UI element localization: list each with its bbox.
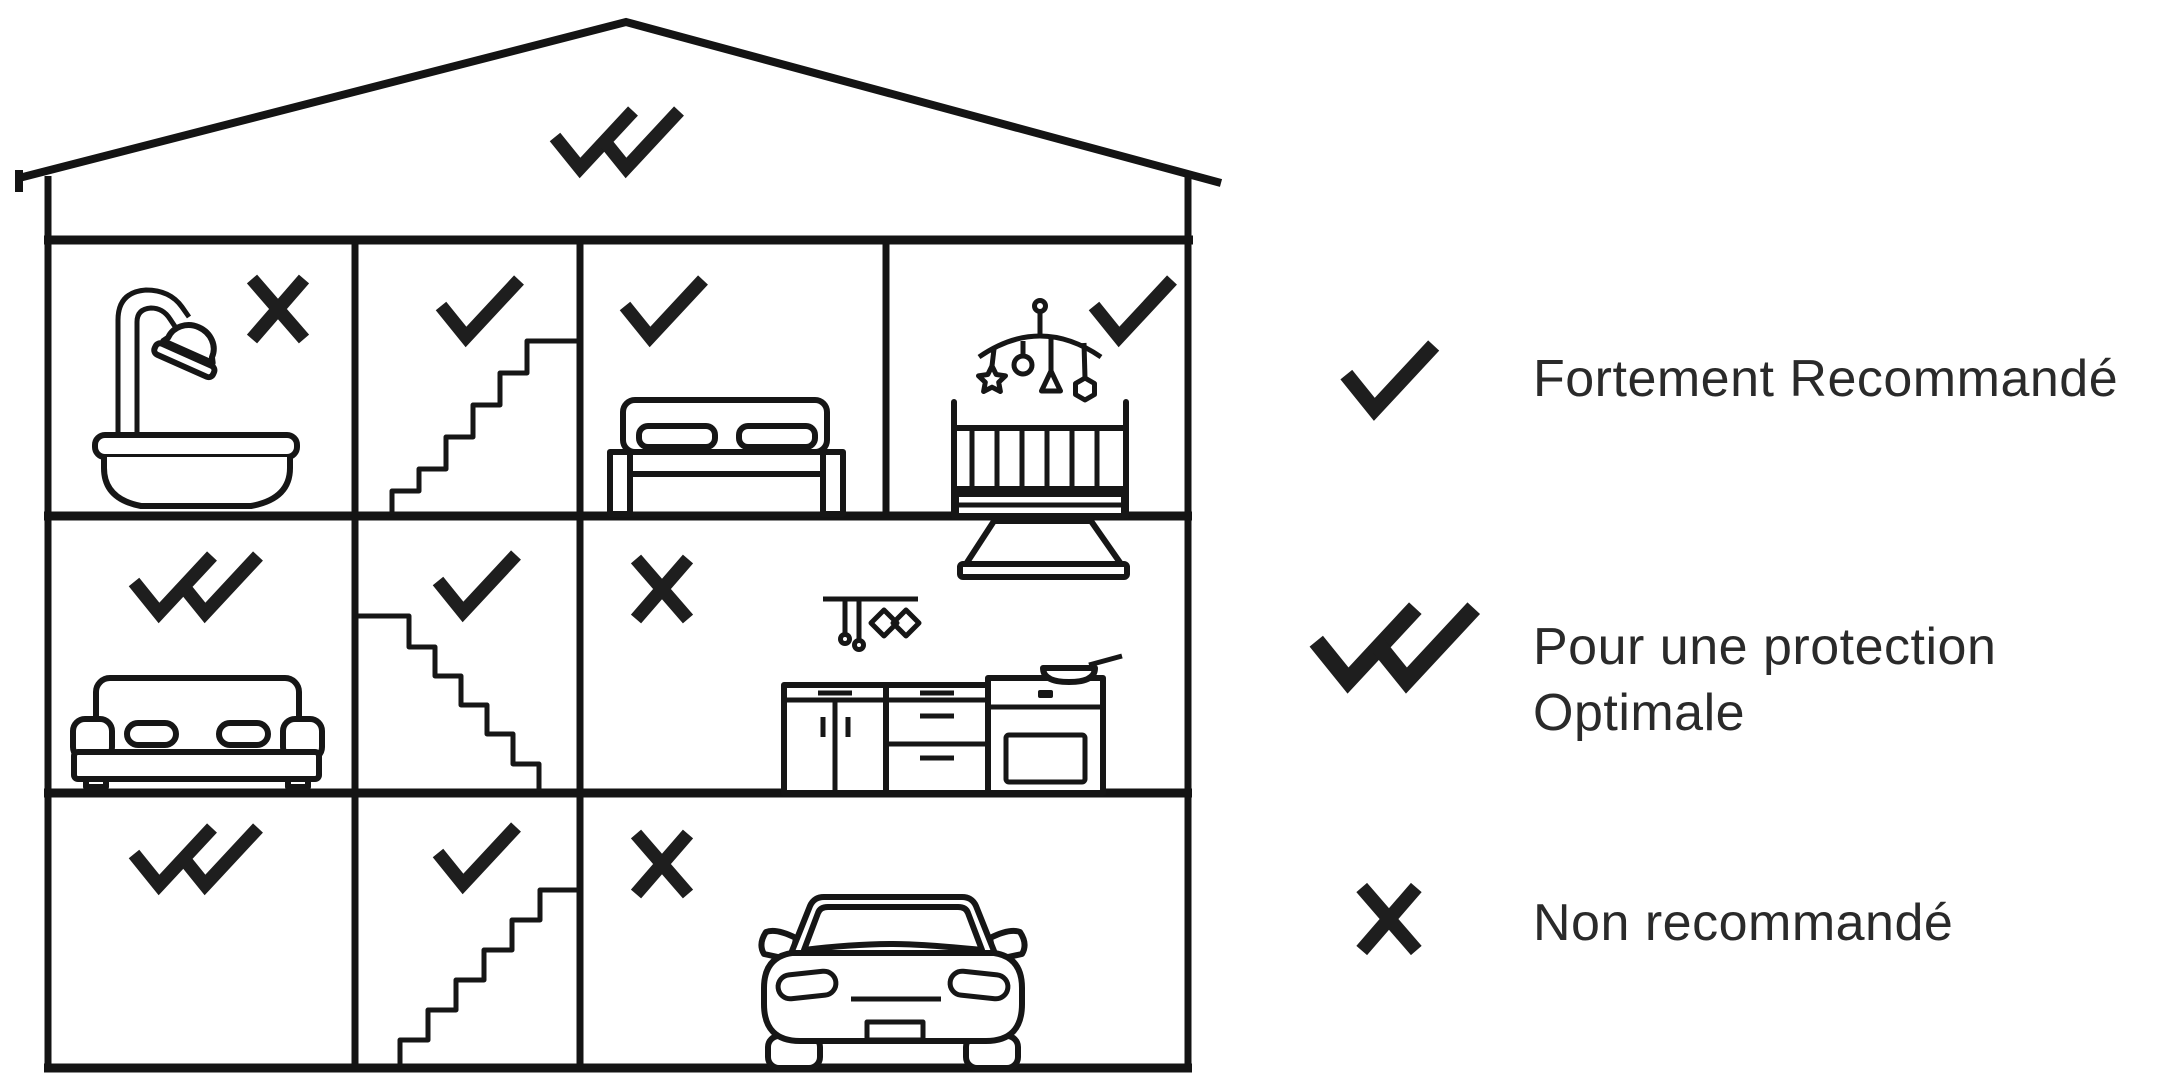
car-icon: [758, 894, 1028, 1071]
rating-mark-ground-room: [134, 828, 258, 885]
rating-mark-staircase-top: [441, 280, 519, 337]
kitchen-cabinets-icon: [781, 675, 1106, 796]
rating-mark-kitchen: [636, 559, 688, 619]
staircase-icon: [397, 887, 578, 1066]
roof-outline: [18, 17, 1223, 187]
single-check-icon: [1320, 328, 1460, 428]
room-ground: [134, 828, 258, 885]
rating-mark-garage: [636, 834, 688, 894]
double-bed-icon: [607, 397, 846, 517]
cross-icon: [1329, 864, 1449, 974]
room-bedroom: [607, 280, 846, 517]
cooking-pot-icon: [1040, 653, 1123, 685]
room-staircase-ground: [397, 827, 578, 1066]
rating-mark-staircase-ground: [438, 827, 516, 884]
legend-label-strongly-recommended: Fortement Recommandé: [1533, 350, 2119, 408]
staircase-icon: [389, 338, 580, 514]
rating-mark-attic: [555, 111, 679, 168]
rating-mark-staircase-middle: [438, 555, 516, 612]
rating-mark-bedroom: [625, 280, 703, 337]
sofa-icon: [70, 675, 325, 790]
bathtub-shower-icon: [92, 287, 300, 509]
legend-label-optimal-protection: Pour une protection Optimale: [1533, 618, 1997, 742]
double-check-icon: [1275, 585, 1515, 705]
rating-mark-living-room: [134, 556, 258, 613]
range-hood-icon: [957, 518, 1130, 580]
crib-mobile-icon: [951, 298, 1129, 519]
room-garage: [636, 834, 1028, 1071]
room-bathroom: [92, 279, 304, 509]
room-staircase-top: [389, 280, 580, 514]
room-kitchen: [636, 518, 1130, 796]
hanging-utensils-icon: [823, 596, 922, 652]
room-nursery: [951, 280, 1172, 519]
house-cutaway-diagram: [15, 17, 1223, 1073]
rating-mark-bathroom: [252, 279, 304, 339]
room-staircase-middle: [358, 555, 542, 791]
rating-mark-nursery: [1094, 280, 1172, 337]
staircase-icon: [358, 613, 542, 791]
legend-label-not-recommended: Non recommandé: [1533, 894, 1954, 952]
room-living-room: [70, 556, 325, 790]
